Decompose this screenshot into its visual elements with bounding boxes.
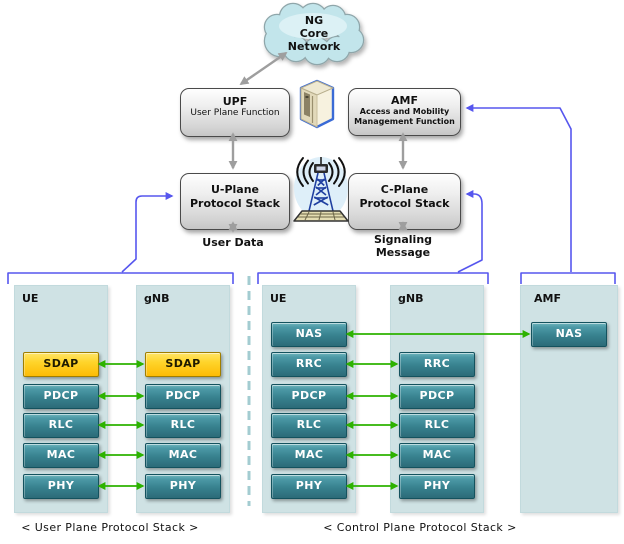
layer-box-cgnb-rrc: RRC — [399, 352, 475, 377]
layer-box-gnb-rlc: RLC — [145, 413, 221, 438]
upf-subtitle: User Plane Function — [190, 108, 280, 118]
user-plane-gnb-header: gNB — [144, 292, 170, 305]
ng-core-network-cloud — [263, 2, 365, 66]
upf-box: UPF User Plane Function — [180, 88, 290, 137]
upf-title: UPF — [222, 95, 248, 108]
user-data-label: User Data — [202, 236, 264, 249]
layer-box-cue-pdcp: PDCP — [271, 384, 347, 409]
layer-box-cue-rrc: RRC — [271, 352, 347, 377]
layer-box-gnb-mac: MAC — [145, 443, 221, 468]
c-plane-line2: Protocol Stack — [359, 197, 450, 210]
amf-subtitle-line1: Access and Mobility — [359, 107, 450, 116]
svg-text:Core: Core — [300, 27, 329, 40]
cloud-label: NG Core Network — [288, 14, 341, 53]
control-plane-caption: < Control Plane Protocol Stack > — [323, 521, 517, 534]
layer-box-cgnb-rlc: RLC — [399, 413, 475, 438]
layer-box-cgnb-pdcp: PDCP — [399, 384, 475, 409]
control-plane-bracket — [257, 272, 489, 284]
u-plane-line1: U-Plane — [210, 183, 260, 196]
c-plane-line1: C-Plane — [380, 183, 429, 196]
signaling-message-label: Signaling Message — [373, 233, 433, 259]
layer-box-cgnb-phy: PHY — [399, 474, 475, 499]
c-plane-box: C-Plane Protocol Stack — [348, 173, 461, 230]
layer-box-cue-mac: MAC — [271, 443, 347, 468]
layer-box-ue-sdap: SDAP — [23, 352, 99, 377]
user-plane-ue-header: UE — [22, 292, 39, 305]
amf-column-header: AMF — [534, 292, 561, 305]
u-plane-connector — [121, 192, 174, 273]
u-plane-line2: Protocol Stack — [190, 197, 280, 210]
layer-box-ue-rlc: RLC — [23, 413, 99, 438]
amf-subtitle-line2: Management Function — [354, 116, 455, 126]
layer-box-cgnb-mac: MAC — [399, 443, 475, 468]
c-plane-connector — [457, 190, 483, 273]
amf-bracket — [520, 272, 616, 284]
layer-box-amf-nas: NAS — [531, 322, 607, 347]
layer-box-gnb-phy: PHY — [145, 474, 221, 499]
layer-box-cue-phy: PHY — [271, 474, 347, 499]
radio-tower-icon — [293, 157, 349, 222]
user-plane-caption: < User Plane Protocol Stack > — [21, 521, 199, 534]
amf-title: AMF — [391, 94, 418, 107]
layer-box-ue-mac: MAC — [23, 443, 99, 468]
layer-box-cue-rlc: RLC — [271, 413, 347, 438]
amf-column — [520, 285, 618, 513]
layer-box-ue-phy: PHY — [23, 474, 99, 499]
u-plane-box: U-Plane Protocol Stack — [180, 173, 290, 230]
blue-connectors — [7, 104, 616, 284]
layer-box-ue-pdcp: PDCP — [23, 384, 99, 409]
control-plane-gnb-header: gNB — [398, 292, 424, 305]
user-plane-bracket — [7, 272, 234, 284]
server-cabinet-icon — [299, 79, 335, 129]
control-plane-ue-header: UE — [270, 292, 287, 305]
amf-connector — [465, 104, 572, 272]
svg-text:NG: NG — [305, 14, 323, 27]
layer-box-gnb-pdcp: PDCP — [145, 384, 221, 409]
amf-box: AMF Access and Mobility Management Funct… — [348, 88, 461, 136]
layer-box-cue-nas: NAS — [271, 322, 347, 347]
layer-box-gnb-sdap: SDAP — [145, 352, 221, 377]
svg-text:Network: Network — [288, 40, 341, 53]
